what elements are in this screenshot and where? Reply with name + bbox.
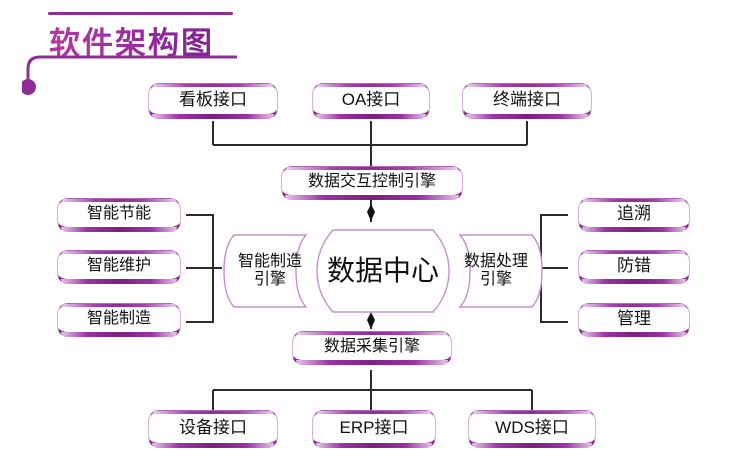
node-data-exchange-control-engine[interactable]: 数据交互控制引擎 xyxy=(281,166,463,200)
node-label: 终端接口 xyxy=(493,89,561,109)
arrow-diamond-exchange-to-core xyxy=(367,204,375,221)
node-intelligent-maintenance[interactable]: 智能维护 xyxy=(57,250,181,284)
node-label: 智能制造 引擎 xyxy=(237,252,302,288)
node-intelligent-manufacturing-engine[interactable]: 智能制造 引擎 xyxy=(222,232,318,310)
title-hook-decoration xyxy=(22,55,237,95)
node-label: 智能维护 xyxy=(86,256,151,274)
title-rule-top xyxy=(48,12,233,15)
title-hook-dot xyxy=(22,79,36,95)
node-label: WDS接口 xyxy=(495,417,569,437)
node-label: 防错 xyxy=(617,255,651,275)
node-erp-interface[interactable]: ERP接口 xyxy=(312,410,436,448)
node-label: 管理 xyxy=(617,308,651,328)
node-label: ERP接口 xyxy=(339,417,409,437)
node-kanban-interface[interactable]: 看板接口 xyxy=(148,83,278,119)
node-device-interface[interactable]: 设备接口 xyxy=(148,410,278,448)
node-oa-interface[interactable]: OA接口 xyxy=(312,83,430,119)
node-label: 智能制造 xyxy=(86,309,151,327)
node-management[interactable]: 管理 xyxy=(578,303,690,337)
node-label: 设备接口 xyxy=(179,417,247,437)
node-label: 数据交互控制引擎 xyxy=(307,172,436,190)
node-label: 看板接口 xyxy=(179,89,247,109)
arrow-diamond-core-to-collection xyxy=(367,312,375,329)
node-label: 追溯 xyxy=(617,203,651,223)
node-terminal-interface[interactable]: 终端接口 xyxy=(462,83,592,119)
node-wds-interface[interactable]: WDS接口 xyxy=(468,410,596,448)
node-traceability[interactable]: 追溯 xyxy=(578,198,690,232)
node-data-center[interactable]: 数据中心 xyxy=(307,226,459,316)
node-data-processing-engine[interactable]: 数据处理 引擎 xyxy=(448,232,544,310)
node-data-collection-engine[interactable]: 数据采集引擎 xyxy=(292,331,452,365)
node-intelligent-energy-saving[interactable]: 智能节能 xyxy=(57,198,181,232)
title-block: 软件架构图 xyxy=(22,10,242,95)
node-label: 数据采集引擎 xyxy=(323,337,420,355)
node-intelligent-manufacturing[interactable]: 智能制造 xyxy=(57,303,181,337)
node-error-proofing[interactable]: 防错 xyxy=(578,250,690,284)
node-label: 数据处理 引擎 xyxy=(463,252,528,288)
node-label: OA接口 xyxy=(341,89,401,109)
node-label: 智能节能 xyxy=(86,204,151,222)
node-label: 数据中心 xyxy=(326,255,439,287)
